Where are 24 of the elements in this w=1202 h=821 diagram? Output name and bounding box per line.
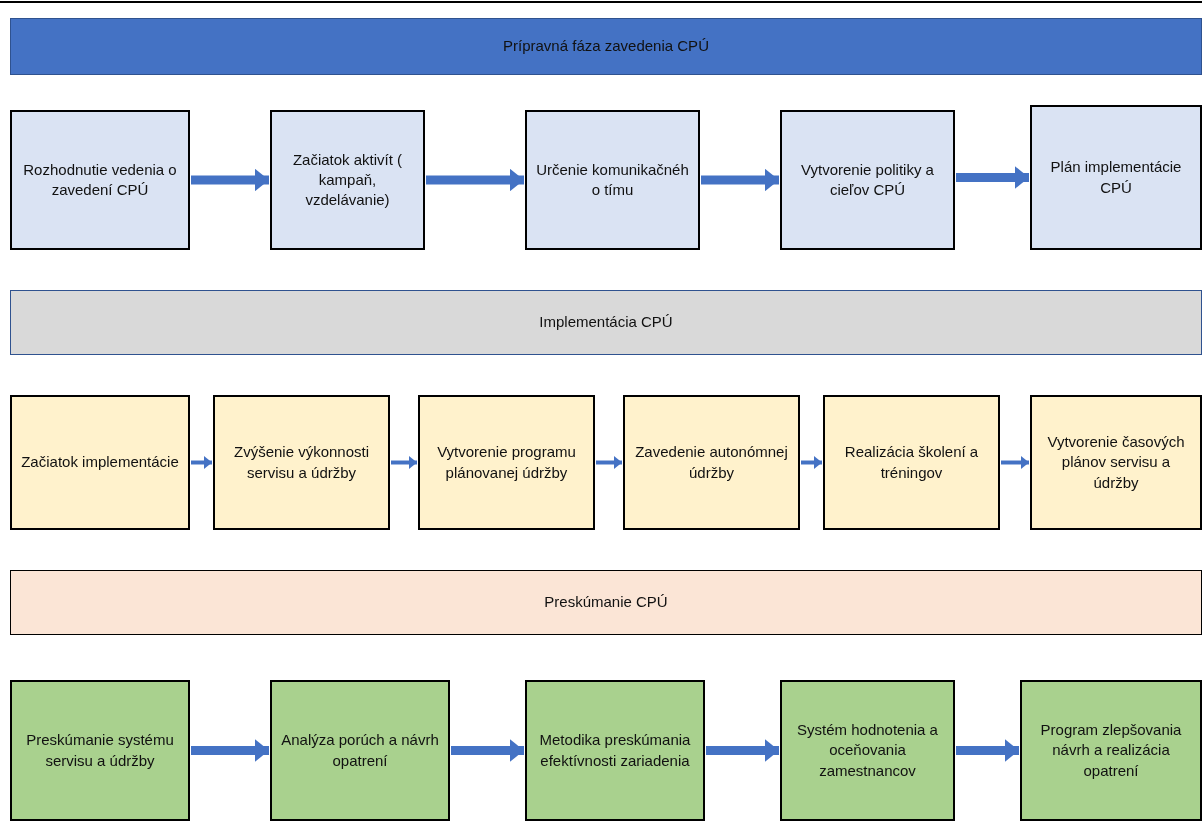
arrow [391, 458, 417, 467]
phase-banner: Prípravná fáza zavedenia CPÚ [10, 18, 1202, 75]
process-box: Začiatok implementácie [10, 395, 190, 530]
process-box: Vytvorenie programu plánovanej údržby [418, 395, 595, 530]
process-box: Rozhodnutie vedenia o zavedení CPÚ [10, 110, 190, 250]
arrow [191, 458, 212, 467]
arrow [1001, 458, 1029, 467]
process-box: Zvýšenie výkonnosti servisu a údržby [213, 395, 390, 530]
arrow [596, 458, 622, 467]
phase-banner: Implementácia CPÚ [10, 290, 1202, 355]
process-box: Program zlepšovania návrh a realizácia opatrení [1020, 680, 1202, 821]
process-box: Systém hodnotenia a oceňovania zamestnancov [780, 680, 955, 821]
process-box: Plán implementácie CPÚ [1030, 105, 1202, 250]
process-box: Začiatok aktivít ( kampaň, vzdelávanie) [270, 110, 425, 250]
process-box: Vytvorenie časových plánov servisu a údržby [1030, 395, 1202, 530]
process-box: Určenie komunikačnéh o tímu [525, 110, 700, 250]
arrow [801, 458, 822, 467]
process-box: Metodika preskúmania efektívnosti zariadenia [525, 680, 705, 821]
process-box: Analýza porúch a návrh opatrení [270, 680, 450, 821]
process-box: Vytvorenie politiky a cieľov CPÚ [780, 110, 955, 250]
process-box: Realizácia školení a tréningov [823, 395, 1000, 530]
process-box: Zavedenie autonómnej údržby [623, 395, 800, 530]
phase-banner: Preskúmanie CPÚ [10, 570, 1202, 635]
process-box: Preskúmanie systému servisu a údržby [10, 680, 190, 821]
